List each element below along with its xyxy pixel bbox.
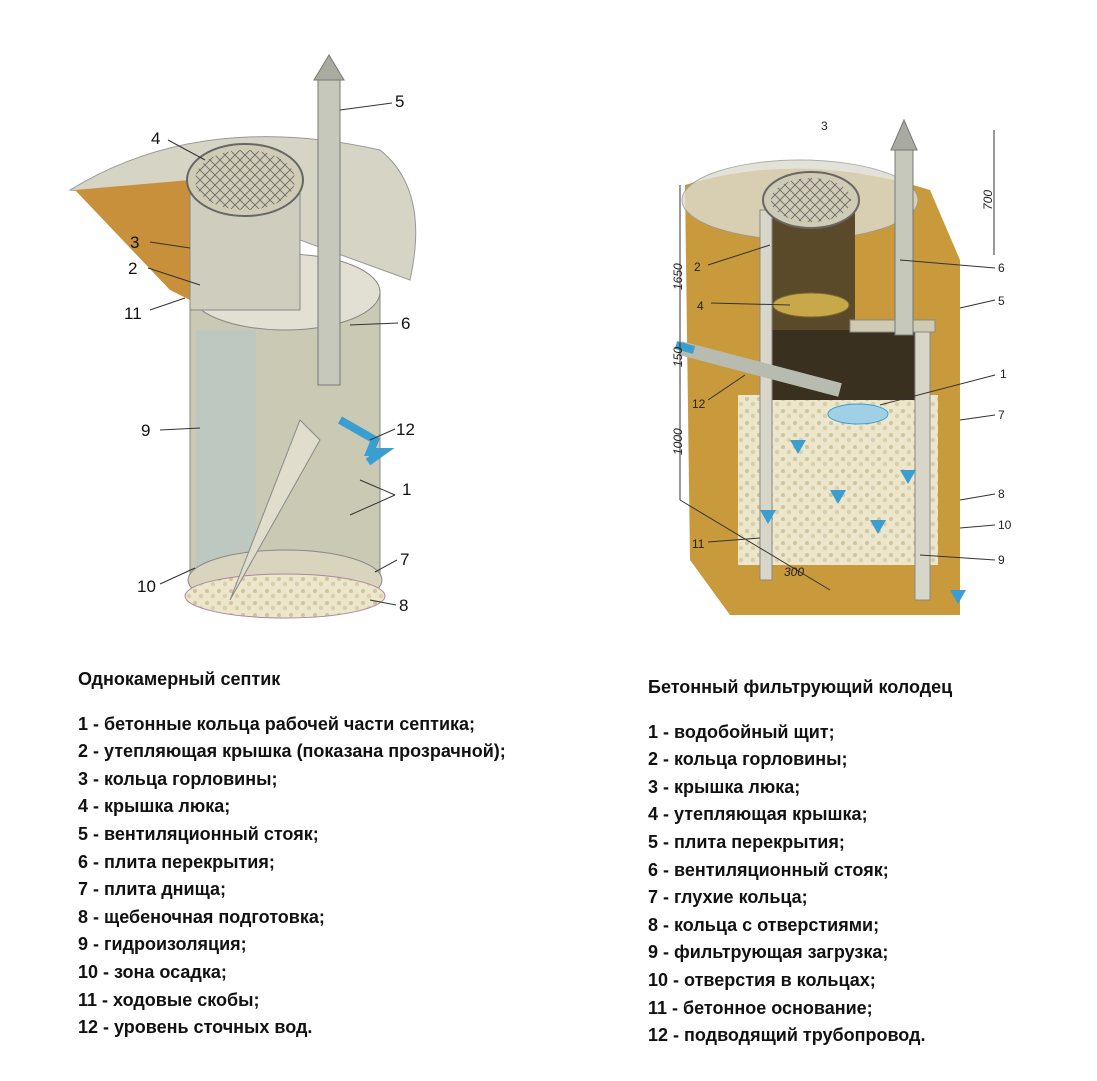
legend-item: 8 - щебеночная подготовка; <box>78 906 325 927</box>
callout-6: 6 <box>998 261 1005 275</box>
callout-2: 2 <box>128 259 137 278</box>
callout-3: 3 <box>130 233 139 252</box>
filter-well-title: Бетонный фильтрующий колодец <box>648 677 953 697</box>
legend-item: 6 - плита перекрытия; <box>78 851 275 872</box>
dimension-1000: 1000 <box>671 428 685 455</box>
callout-8: 8 <box>998 487 1005 501</box>
callout-11: 11 <box>124 304 142 323</box>
diagrams: 1 2 3 4 5 6 7 8 9 10 11 12 <box>68 54 1012 619</box>
dimension-150: 150 <box>671 347 685 367</box>
dimension-1650: 1650 <box>671 263 685 290</box>
filter-well-illustration: 1 2 3 4 5 6 7 8 9 10 11 12 1650 700 150 … <box>671 118 1012 615</box>
legend-item: 5 - плита перекрытия; <box>648 831 845 852</box>
callout-11: 11 <box>692 537 705 551</box>
legend-item: 3 - крышка люка; <box>648 776 801 797</box>
callout-4: 4 <box>151 129 160 148</box>
callout-4: 4 <box>697 299 704 313</box>
legend-item: 5 - вентиляционный стояк; <box>78 823 319 844</box>
legend-item: 4 - крышка люка; <box>78 796 231 817</box>
callout-10: 10 <box>998 518 1012 532</box>
legend-item: 1 - бетонные кольца рабочей части септик… <box>78 713 476 734</box>
callout-10: 10 <box>137 577 156 596</box>
callout-12: 12 <box>692 397 706 411</box>
legend-item: 7 - глухие кольца; <box>648 887 808 908</box>
legend-item: 8 - кольца с отверстиями; <box>648 914 880 935</box>
legend-item: 12 - уровень сточных вод. <box>78 1017 313 1038</box>
legend-item: 2 - утепляющая крышка (показана прозрачн… <box>78 741 506 762</box>
legend-item: 10 - отверстия в кольцах; <box>648 969 876 990</box>
septic-tank-illustration: 1 2 3 4 5 6 7 8 9 10 11 12 <box>68 54 417 619</box>
legend-item: 4 - утепляющая крышка; <box>648 804 868 825</box>
septic-legend: Однокамерный септик 1 - бетонные кольца … <box>78 666 506 1042</box>
legend-item: 7 - плита днища; <box>78 879 226 900</box>
callout-1: 1 <box>1000 367 1007 381</box>
callout-12: 12 <box>396 420 415 439</box>
legend-item: 6 - вентиляционный стояк; <box>648 859 889 880</box>
legend-item: 11 - ходовые скобы; <box>78 989 260 1010</box>
legend-item: 12 - подводящий трубопровод. <box>648 1025 926 1046</box>
filter-well-legend: Бетонный фильтрующий колодец 1 - водобой… <box>648 674 952 1050</box>
legend-item: 1 - водобойный щит; <box>648 721 835 742</box>
dimension-700: 700 <box>981 190 995 210</box>
callout-3: 3 <box>821 119 828 133</box>
callout-5: 5 <box>998 294 1005 308</box>
callout-6: 6 <box>401 314 410 333</box>
septic-title: Однокамерный септик <box>78 669 281 689</box>
legend-item: 11 - бетонное основание; <box>648 997 873 1018</box>
legend-item: 9 - фильтрующая загрузка; <box>648 942 889 963</box>
legend-item: 10 - зона осадка; <box>78 961 227 982</box>
callout-8: 8 <box>399 596 408 615</box>
callout-1: 1 <box>402 480 411 499</box>
legend-item: 2 - кольца горловины; <box>648 749 848 770</box>
callout-7: 7 <box>400 550 409 569</box>
legend-item: 3 - кольца горловины; <box>78 768 278 789</box>
callout-9: 9 <box>998 553 1005 567</box>
callout-5: 5 <box>395 92 404 111</box>
dimension-300: 300 <box>784 565 804 579</box>
callout-2: 2 <box>694 260 701 274</box>
legend-item: 9 - гидроизоляция; <box>78 934 247 955</box>
callout-9: 9 <box>141 421 150 440</box>
callout-7: 7 <box>998 408 1005 422</box>
